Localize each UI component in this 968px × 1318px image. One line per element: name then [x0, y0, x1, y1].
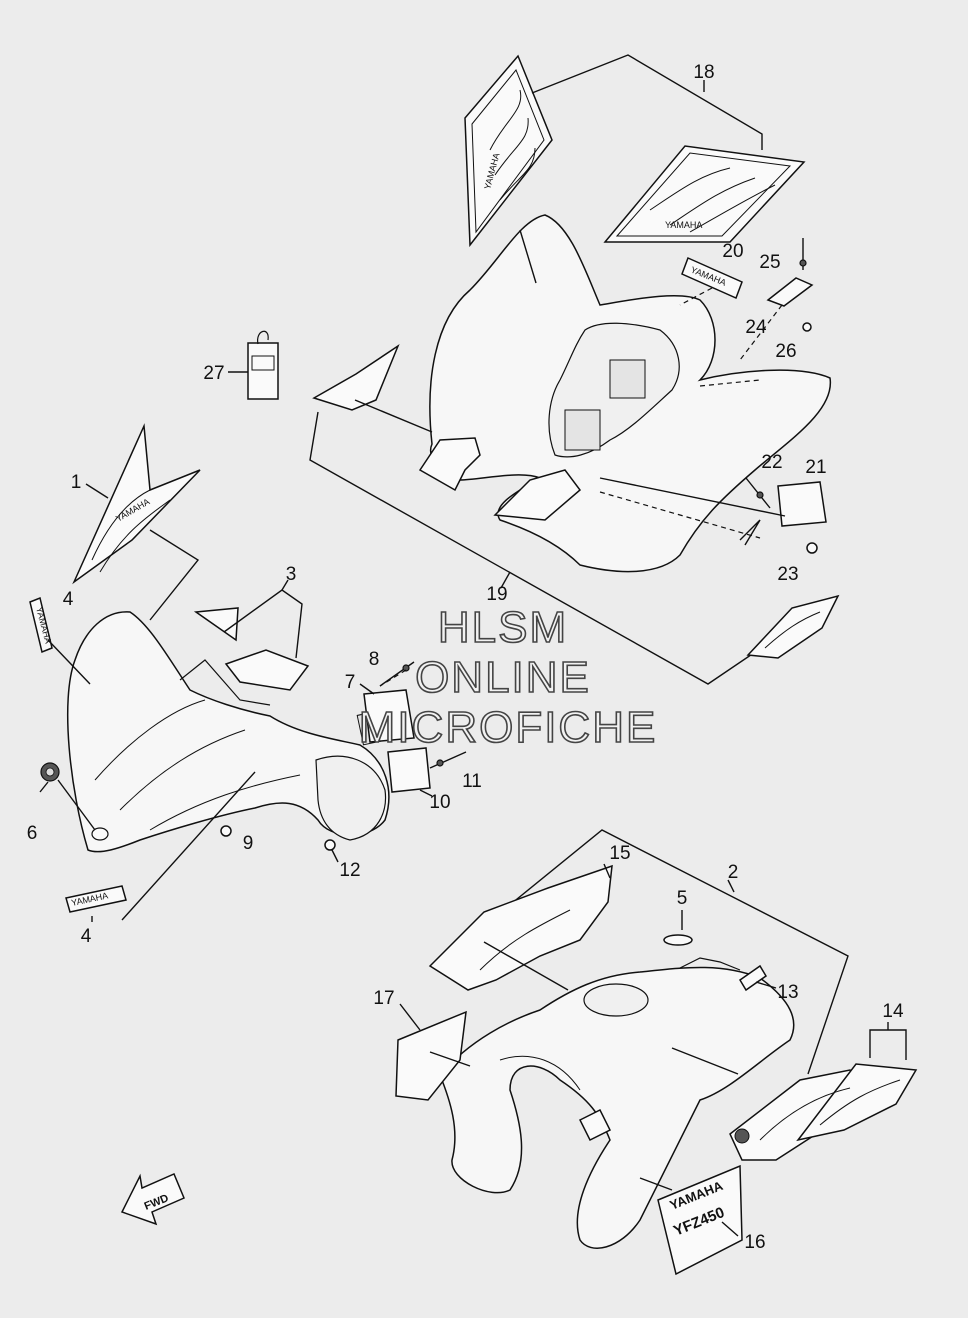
rear-yamaha-emblem: YAMAHA: [681, 256, 743, 300]
rear-fender: [418, 214, 831, 573]
callout-6: 6: [27, 823, 38, 844]
front-grommet-9: [220, 825, 232, 837]
callout-14: 14: [882, 1001, 904, 1022]
rear-lower-decal: [746, 594, 840, 659]
rear-flap: [312, 344, 400, 411]
callout-7: 7: [345, 672, 356, 693]
watermark-line3: MICROFICHE: [359, 703, 658, 752]
callout-labels: 1 2 3 4 4 5 6 7 8 9 10 11 12 13 14 15 16…: [27, 62, 904, 1253]
callout-3: 3: [286, 564, 297, 585]
callout-4-top: 4: [63, 589, 74, 610]
model-decal-16: YAMAHA YFZ450: [657, 1164, 743, 1276]
mid-fender: [439, 957, 795, 1249]
mid-fender-group: YAMAHA YFZ450: [395, 829, 918, 1276]
front-yamaha-decal-side: YAMAHA: [29, 596, 53, 654]
front-yamaha-decal-bottom: YAMAHA: [65, 885, 127, 913]
mid-side-decal-17: [395, 1010, 467, 1101]
mid-flame-decal-14: [729, 1063, 918, 1161]
tank-side-decal: [428, 864, 613, 991]
mid-stripe-13: [738, 964, 768, 992]
rear-side-decal-left: YAMAHA: [464, 54, 553, 248]
front-round-emblem: [39, 762, 96, 831]
callout-26: 26: [775, 341, 796, 362]
tank-cap-seal: [663, 934, 693, 946]
watermark-line1: HLSM: [438, 603, 568, 652]
callout-5: 5: [677, 888, 688, 909]
callout-27: 27: [203, 363, 224, 384]
rear-fender-group: YAMAHA YAMAHA: [228, 54, 840, 685]
warning-tag: [228, 330, 279, 400]
svg-text:YAMAHA: YAMAHA: [665, 220, 702, 230]
rear-plate-21: [777, 481, 827, 527]
front-grommet-12: [324, 839, 336, 851]
callout-23: 23: [777, 564, 798, 585]
watermark-line2: ONLINE: [415, 653, 591, 702]
callout-12: 12: [339, 860, 360, 881]
front-flame-decal: YAMAHA: [72, 423, 201, 585]
callout-2-bracket: [505, 829, 849, 1075]
callout-18-bracket: [531, 54, 763, 150]
callout-17: 17: [373, 988, 394, 1009]
callout-1: 1: [71, 472, 82, 493]
front-fender-group: YAMAHA YAMAHA YAMAHA: [29, 423, 467, 922]
callout-8: 8: [369, 649, 380, 670]
fwd-arrow-icon: FWD: [120, 1173, 185, 1226]
callout-2: 2: [728, 862, 739, 883]
callout-18: 18: [693, 62, 714, 83]
front-screw-8: [379, 661, 415, 687]
callout-15: 15: [609, 843, 630, 864]
front-plate-7: [363, 689, 415, 743]
rear-plate-24: [766, 277, 814, 307]
callout-20: 20: [722, 241, 743, 262]
callout-11: 11: [462, 771, 482, 792]
callout-25: 25: [759, 252, 780, 273]
callout-21: 21: [805, 457, 826, 478]
front-stripe-upper: [193, 607, 239, 642]
callout-19: 19: [486, 584, 507, 605]
callout-24: 24: [745, 317, 767, 338]
callout-13: 13: [777, 982, 798, 1003]
front-screw-11: [429, 751, 467, 769]
callout-10: 10: [429, 792, 450, 813]
callout-4-bottom: 4: [81, 926, 92, 947]
rear-side-decal-right: YAMAHA: [603, 145, 806, 243]
callout-22: 22: [761, 452, 782, 473]
front-plate-10: [387, 747, 431, 793]
front-fender: [66, 611, 394, 853]
front-stripe-lower: [224, 649, 310, 691]
watermark: HLSM ONLINE MICROFICHE: [358, 602, 658, 753]
callout-16: 16: [744, 1232, 765, 1253]
callout-9: 9: [243, 833, 254, 854]
